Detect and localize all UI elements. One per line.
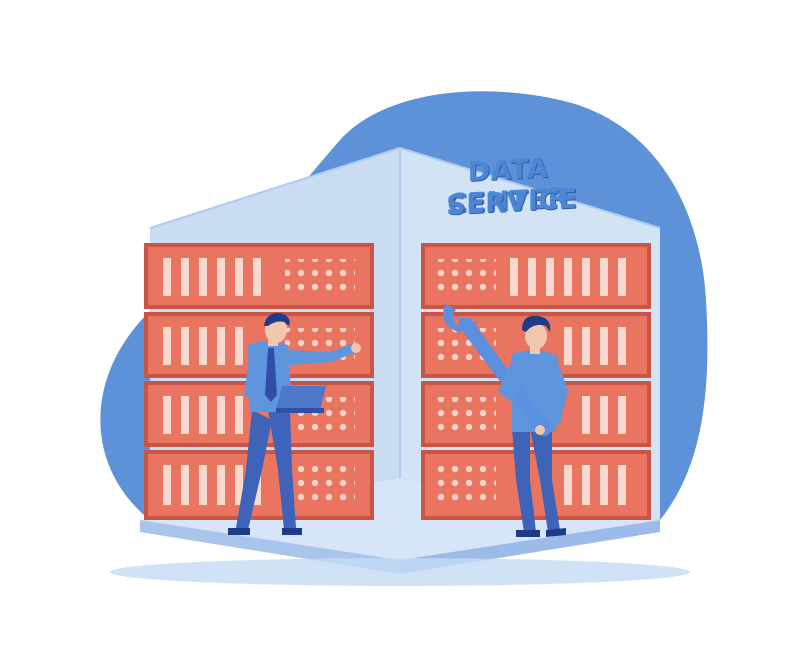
engineer-with-wrench (443, 304, 568, 537)
engineer-with-laptop (228, 312, 361, 535)
floor (110, 478, 690, 586)
